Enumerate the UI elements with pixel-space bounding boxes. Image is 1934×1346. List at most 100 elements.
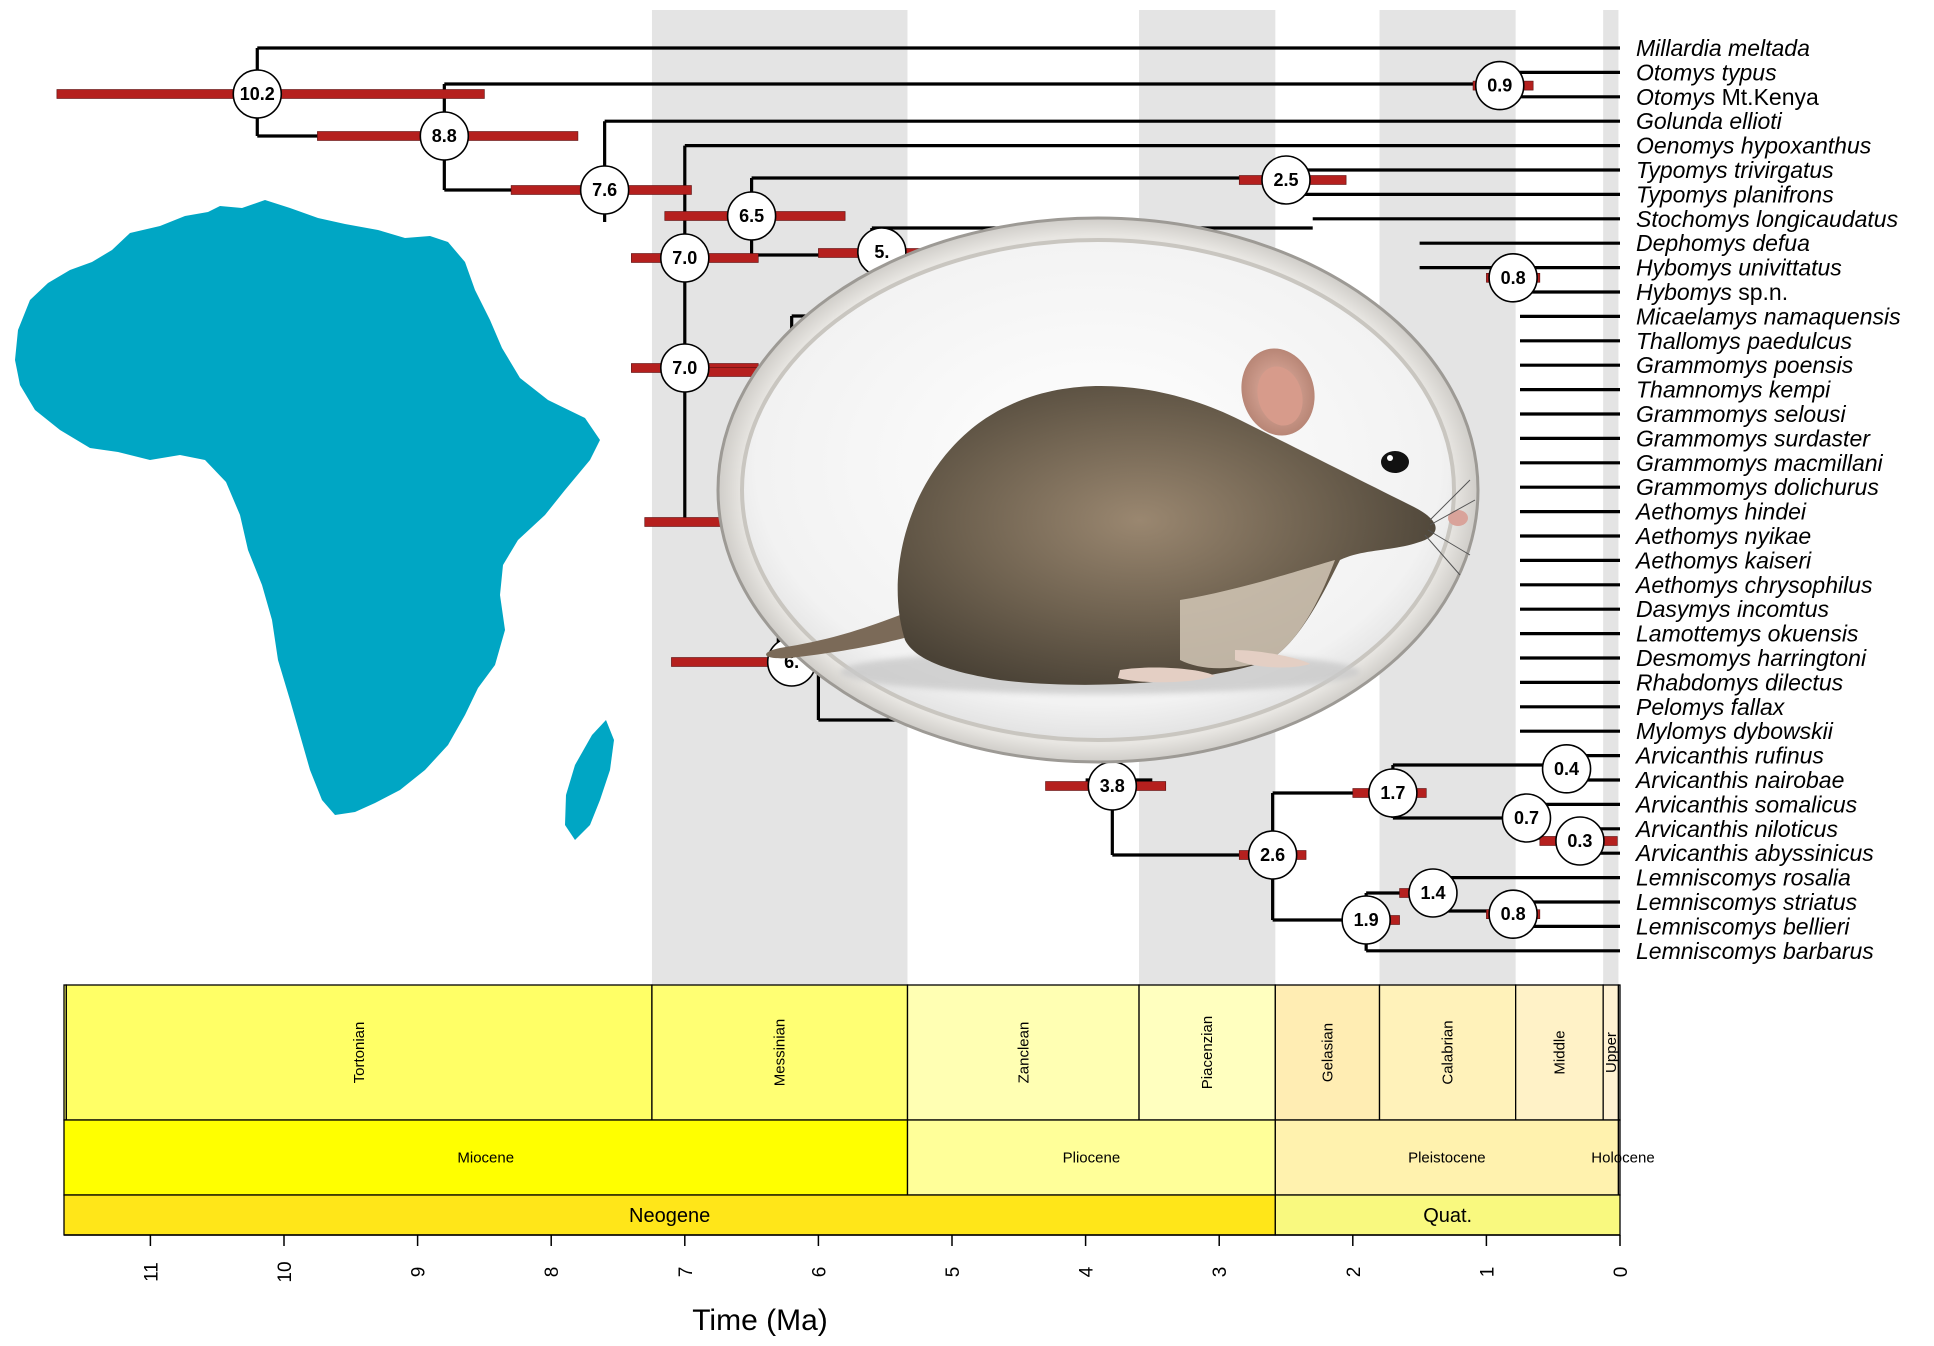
tip-genus: Dephomys bbox=[1636, 230, 1746, 256]
tip-epithet: planifrons bbox=[1728, 181, 1835, 207]
epoch-label: Pleistocene bbox=[1408, 1150, 1486, 1167]
tip-label: Lemniscomys rosalia bbox=[1636, 865, 1851, 891]
tip-label: Thamnomys kempi bbox=[1636, 377, 1831, 403]
tip-label: Millardia meltada bbox=[1636, 35, 1810, 61]
tip-epithet: Mt.Kenya bbox=[1715, 84, 1819, 110]
tip-epithet: kempi bbox=[1763, 377, 1832, 403]
tip-genus: Lemniscomys bbox=[1636, 913, 1777, 939]
tick-label: 4 bbox=[1077, 1266, 1098, 1277]
tip-epithet: fallax bbox=[1724, 694, 1786, 720]
mouse-photo-frame bbox=[718, 218, 1478, 762]
hpd-bar bbox=[671, 658, 778, 667]
tip-label: Grammomys dolichurus bbox=[1636, 474, 1879, 500]
tip-genus: Pelomys bbox=[1636, 694, 1725, 720]
tick-label: 5 bbox=[943, 1267, 964, 1278]
tip-epithet: okuensis bbox=[1761, 621, 1859, 647]
node-age-label: 8.8 bbox=[432, 126, 457, 146]
tip-epithet: surdaster bbox=[1768, 425, 1872, 451]
tip-label: Aethomys hindei bbox=[1634, 499, 1807, 525]
tip-epithet: longicaudatus bbox=[1750, 206, 1899, 232]
stage-label: Gelasian bbox=[1319, 1023, 1336, 1082]
tip-genus: Aethomys bbox=[1634, 523, 1739, 549]
tip-epithet: dolichurus bbox=[1768, 474, 1880, 500]
tip-labels: Millardia meltadaOtomys typusOtomys Mt.K… bbox=[1634, 35, 1901, 964]
tip-genus: Grammomys bbox=[1636, 401, 1768, 427]
tip-label: Arvicanthis somalicus bbox=[1634, 791, 1858, 817]
tip-label: Rhabdomys dilectus bbox=[1636, 669, 1844, 695]
epoch-label: Miocene bbox=[457, 1150, 514, 1167]
node-age-label: 1.4 bbox=[1420, 883, 1445, 903]
tip-epithet: poensis bbox=[1768, 352, 1854, 378]
tip-genus: Millardia bbox=[1636, 35, 1722, 61]
tip-epithet: paedulcus bbox=[1741, 328, 1853, 354]
node-age-label: 0.4 bbox=[1554, 759, 1579, 779]
tip-label: Lemniscomys bellieri bbox=[1636, 913, 1850, 939]
stage-label: Tortonian bbox=[351, 1022, 368, 1084]
stage-cell bbox=[1618, 985, 1620, 1120]
tip-epithet: rosalia bbox=[1777, 865, 1851, 891]
tip-genus: Aethomys bbox=[1634, 547, 1739, 573]
tip-genus: Lemniscomys bbox=[1636, 865, 1777, 891]
tip-genus: Thamnomys bbox=[1636, 377, 1763, 403]
tip-genus: Typomys bbox=[1636, 157, 1728, 183]
node-age-label: 0.9 bbox=[1487, 76, 1512, 96]
tip-label: Grammomys surdaster bbox=[1636, 425, 1871, 451]
tip-genus: Lamottemys bbox=[1636, 621, 1762, 647]
tick-label: 6 bbox=[809, 1267, 830, 1278]
tick-label: 2 bbox=[1344, 1267, 1365, 1278]
tip-epithet: barbarus bbox=[1777, 938, 1875, 964]
stage-label: Calabrian bbox=[1440, 1020, 1457, 1084]
tip-label: Aethomys chrysophilus bbox=[1634, 572, 1873, 598]
tip-genus: Rhabdomys bbox=[1636, 669, 1759, 695]
tip-genus: Lemniscomys bbox=[1636, 938, 1777, 964]
tip-label: Micaelamys namaquensis bbox=[1636, 303, 1901, 329]
tip-label: Pelomys fallax bbox=[1636, 694, 1786, 720]
tip-label: Dasymys incomtus bbox=[1636, 596, 1829, 622]
node-age-label: 7.6 bbox=[592, 180, 617, 200]
tip-label: Arvicanthis niloticus bbox=[1634, 816, 1838, 842]
tip-label: Otomys typus bbox=[1636, 59, 1777, 85]
tip-label: Arvicanthis rufinus bbox=[1634, 743, 1824, 769]
tip-epithet: nyikae bbox=[1738, 523, 1811, 549]
tip-epithet: harringtoni bbox=[1751, 645, 1867, 671]
tip-genus: Oenomys bbox=[1636, 133, 1735, 159]
tick-label: 7 bbox=[676, 1267, 697, 1278]
time-axis: 11109876543210Time (Ma) bbox=[64, 1235, 1632, 1337]
tick-label: 3 bbox=[1210, 1267, 1231, 1278]
tip-epithet: defua bbox=[1746, 230, 1810, 256]
tip-genus: Arvicanthis bbox=[1634, 816, 1749, 842]
epoch-label: Holocene bbox=[1591, 1150, 1654, 1167]
tip-genus: Micaelamys bbox=[1636, 303, 1758, 329]
tip-epithet: dybowskii bbox=[1727, 718, 1834, 744]
tip-epithet: ellioti bbox=[1723, 108, 1783, 134]
tip-label: Lamottemys okuensis bbox=[1636, 621, 1859, 647]
tip-genus: Aethomys bbox=[1634, 499, 1739, 525]
tip-label: Dephomys defua bbox=[1636, 230, 1810, 256]
tip-epithet: niloticus bbox=[1748, 816, 1838, 842]
tick-label: 9 bbox=[409, 1267, 430, 1278]
tip-genus: Aethomys bbox=[1634, 572, 1739, 598]
tip-genus: Arvicanthis bbox=[1634, 743, 1749, 769]
node-age-label: 7.0 bbox=[672, 248, 697, 268]
tip-epithet: abyssinicus bbox=[1748, 840, 1874, 866]
tip-genus: Desmomys bbox=[1636, 645, 1752, 671]
stage-label: Piacenzian bbox=[1199, 1016, 1216, 1089]
tip-genus: Arvicanthis bbox=[1634, 840, 1749, 866]
tip-label: Desmomys harringtoni bbox=[1636, 645, 1867, 671]
tip-genus: Arvicanthis bbox=[1634, 767, 1749, 793]
tip-genus: Otomys bbox=[1636, 59, 1716, 85]
tip-epithet: selousi bbox=[1768, 401, 1847, 427]
tip-label: Hybomys sp.n. bbox=[1636, 279, 1788, 305]
axis-title: Time (Ma) bbox=[692, 1304, 828, 1337]
tip-genus: Otomys bbox=[1636, 84, 1716, 110]
node-age-label: 0.7 bbox=[1514, 808, 1539, 828]
tip-genus: Grammomys bbox=[1636, 352, 1768, 378]
tip-epithet: trivirgatus bbox=[1728, 157, 1835, 183]
stage-label: Messinian bbox=[772, 1019, 789, 1087]
tip-epithet: striatus bbox=[1777, 889, 1858, 915]
tip-genus: Hybomys bbox=[1636, 279, 1732, 305]
tip-epithet: sp.n. bbox=[1732, 279, 1788, 305]
epoch-label: Pliocene bbox=[1063, 1150, 1121, 1167]
node-age-label: 3.8 bbox=[1100, 776, 1125, 796]
tip-label: Oenomys hypoxanthus bbox=[1636, 133, 1872, 159]
